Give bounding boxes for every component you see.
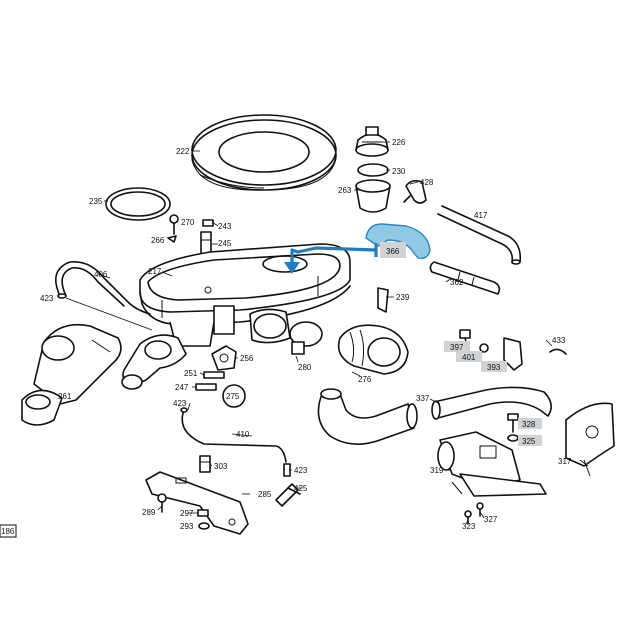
highlight-label-bg-397 (444, 341, 470, 352)
part-217-filter-housing[interactable] (139, 243, 351, 347)
callout-423-top[interactable]: 423 (40, 294, 54, 303)
part-303-fitting[interactable] (199, 455, 211, 473)
callout-245[interactable]: 245 (218, 239, 232, 248)
callout-323[interactable]: 323 (462, 522, 476, 531)
callout-425[interactable]: 425 (294, 484, 308, 493)
part-297-nut[interactable] (197, 509, 209, 517)
callout-217[interactable]: 217 (148, 267, 162, 276)
part-256-sensor[interactable] (211, 345, 237, 371)
callout-362[interactable]: 362 (450, 278, 464, 287)
callout-328[interactable]: 328 (522, 420, 536, 429)
part-337-intake-hose[interactable] (317, 386, 552, 445)
callout-275[interactable]: 275 (226, 392, 240, 401)
part-401-washer[interactable] (479, 343, 489, 353)
part-275-diaphragm[interactable] (222, 384, 246, 408)
highlight-label-bg-401 (456, 351, 482, 362)
callout-222[interactable]: 222 (176, 147, 190, 156)
part-263-cup[interactable] (355, 179, 391, 213)
callout-433[interactable]: 433 (552, 336, 566, 345)
part-270-screw[interactable] (169, 214, 179, 235)
part-393-bracket[interactable] (503, 337, 523, 371)
page-reference[interactable]: 186 (0, 524, 17, 538)
callout-289[interactable]: 289 (142, 508, 156, 517)
highlight-label-bg-325 (518, 435, 542, 446)
callout-285[interactable]: 285 (258, 490, 272, 499)
part-235-gasket[interactable] (105, 187, 171, 221)
part-280-hose-clamp[interactable] (289, 321, 323, 355)
part-417-tube[interactable] (437, 205, 522, 265)
callout-230[interactable]: 230 (392, 167, 406, 176)
part-239-clip[interactable] (377, 287, 389, 313)
part-276-rubber-boot[interactable] (337, 324, 409, 375)
part-261-intake-tube[interactable] (21, 323, 187, 426)
part-247-screw[interactable] (195, 383, 217, 391)
part-319-airflow-housing[interactable] (437, 431, 547, 497)
highlight-label-bg-366 (380, 242, 406, 258)
part-226-cap[interactable] (355, 126, 389, 157)
part-327-screw[interactable] (476, 502, 484, 517)
part-285-mounting-bracket[interactable] (145, 471, 249, 535)
part-317-heat-shield[interactable] (565, 402, 615, 477)
callout-410[interactable]: 410 (236, 430, 250, 439)
callout-280[interactable]: 280 (298, 363, 312, 372)
callout-226[interactable]: 226 (392, 138, 406, 147)
callout-247[interactable]: 247 (175, 383, 189, 392)
callout-317[interactable]: 317 (558, 457, 572, 466)
part-325-washer[interactable] (507, 434, 519, 442)
callout-266[interactable]: 266 (151, 236, 165, 245)
callout-239[interactable]: 239 (396, 293, 410, 302)
callout-406[interactable]: 406 (94, 270, 108, 279)
callout-325[interactable]: 325 (522, 437, 536, 446)
part-433-clip[interactable] (549, 348, 567, 355)
callout-293[interactable]: 293 (180, 522, 194, 531)
part-428-elbow[interactable] (403, 179, 427, 204)
leader-lines (65, 141, 589, 525)
callout-423-low[interactable]: 423 (294, 466, 308, 475)
part-425-tee[interactable] (275, 483, 301, 507)
part-251-bracket[interactable] (203, 371, 225, 379)
part-410-vacuum-line[interactable] (180, 407, 287, 463)
part-293-washer[interactable] (198, 522, 210, 530)
callout-319[interactable]: 319 (430, 466, 444, 475)
callout-263[interactable]: 263 (338, 186, 352, 195)
callout-401[interactable]: 401 (462, 353, 476, 362)
callout-270[interactable]: 270 (181, 218, 195, 227)
callout-256[interactable]: 256 (240, 354, 254, 363)
part-423-connector[interactable] (283, 463, 291, 477)
highlight-label-bg-328 (518, 418, 542, 429)
callout-337[interactable]: 337 (416, 394, 430, 403)
callout-251[interactable]: 251 (184, 369, 198, 378)
part-406-hose[interactable] (54, 261, 151, 315)
part-362-hose[interactable] (429, 261, 501, 295)
callout-303[interactable]: 303 (214, 462, 228, 471)
callout-423-mid[interactable]: 423 (173, 399, 187, 408)
callout-297[interactable]: 297 (180, 509, 194, 518)
callout-397[interactable]: 397 (450, 343, 464, 352)
callout-428[interactable]: 428 (420, 178, 434, 187)
part-266-washer[interactable] (167, 235, 177, 243)
highlight-label-bg-393 (481, 361, 507, 372)
callout-243[interactable]: 243 (218, 222, 232, 231)
callout-417[interactable]: 417 (474, 211, 488, 220)
page-reference-label: 186 (1, 527, 15, 536)
callout-276[interactable]: 276 (358, 375, 372, 384)
callout-261[interactable]: 261 (58, 392, 72, 401)
part-328-bolt[interactable] (507, 413, 519, 433)
part-222-filter-element[interactable] (191, 114, 337, 191)
callout-327[interactable]: 327 (484, 515, 498, 524)
part-230-ring[interactable] (357, 163, 389, 177)
callout-labels: 222 226 230 263 428 235 270 243 266 245 … (40, 138, 572, 531)
part-243-clip[interactable] (202, 219, 214, 227)
callout-366[interactable]: 366 (386, 247, 400, 256)
callout-393[interactable]: 393 (487, 363, 501, 372)
highlight-arrow (284, 243, 378, 274)
part-289-bolt[interactable] (157, 493, 167, 513)
callout-235[interactable]: 235 (89, 197, 103, 206)
